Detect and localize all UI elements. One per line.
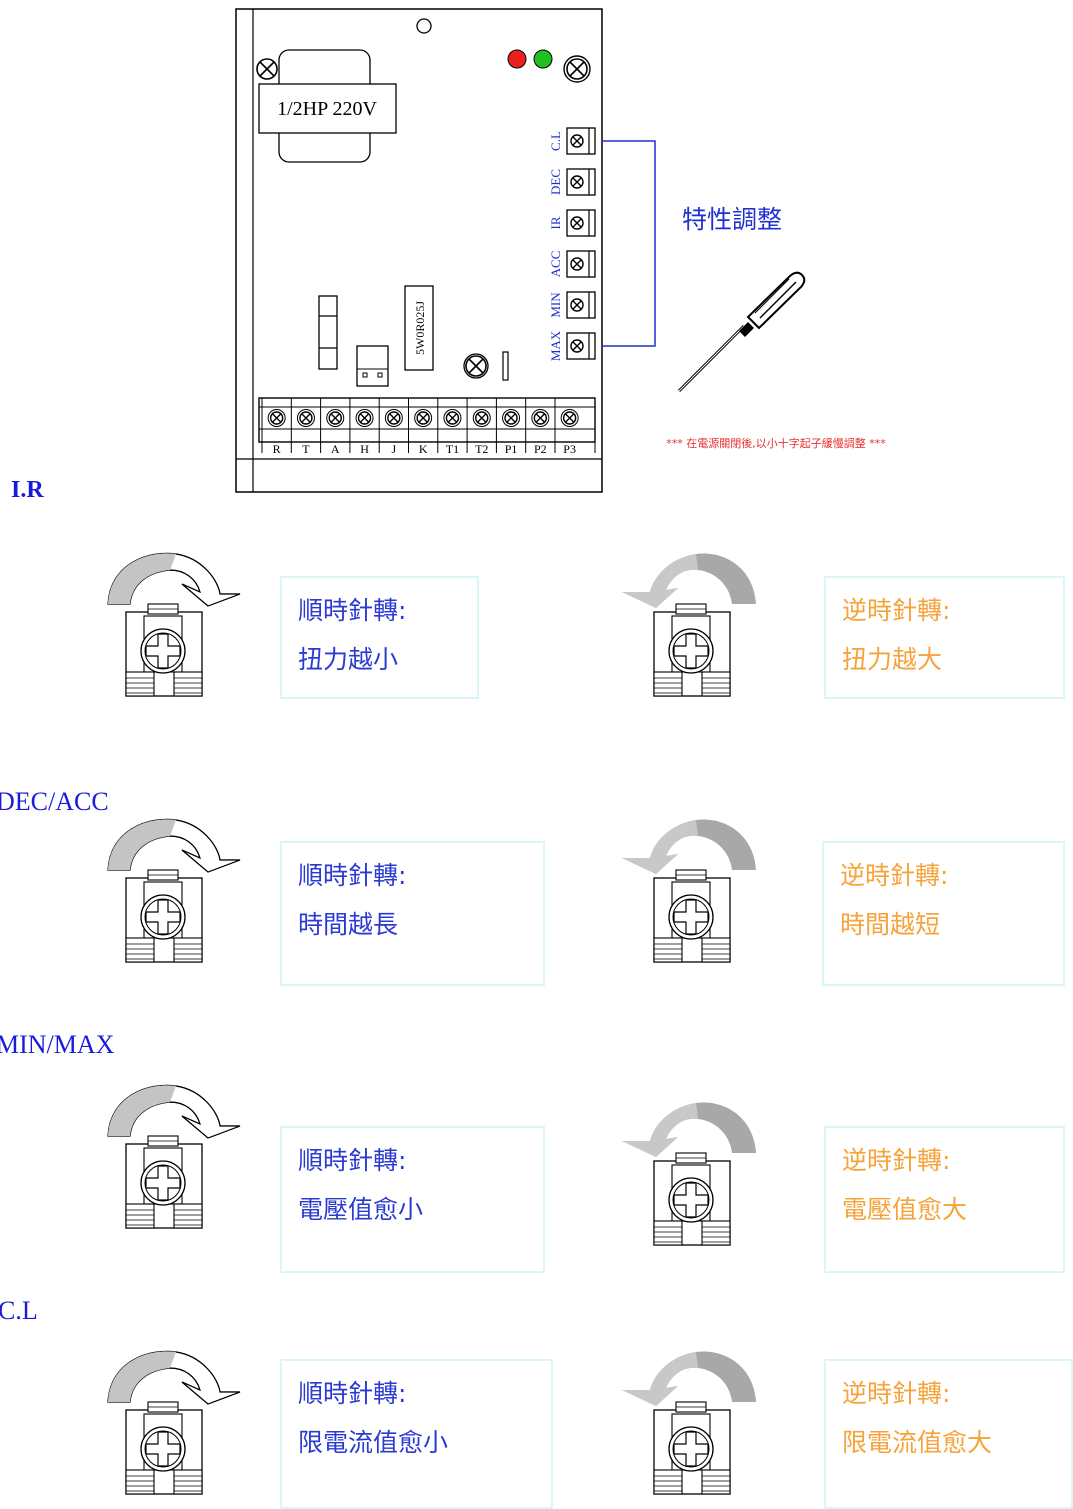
ccw-title: 逆時針轉:: [840, 861, 949, 890]
terminal-p1: P1: [495, 398, 521, 456]
trimmer-label: IR: [548, 216, 563, 229]
terminal-t2: T2: [466, 398, 491, 456]
section-title-dec-acc: DEC/ACC: [0, 787, 109, 816]
clockwise-box: 順時針轉: 電壓值愈小: [280, 1126, 545, 1273]
terminal-label: H: [360, 442, 369, 456]
terminal-block: R T A H J K T1 T2 P1 P2 P3: [258, 397, 596, 456]
ccw-title: 逆時針轉:: [842, 1146, 951, 1175]
section-title-min-max: MIN/MAX: [0, 1030, 115, 1059]
counterclockwise-knob-icon: [620, 1095, 760, 1259]
section-title-cl: C.L: [0, 1296, 38, 1325]
cw-title: 順時針轉:: [298, 861, 407, 890]
trimmer-cl: C.L: [548, 127, 596, 155]
cw-desc: 時間越長: [298, 910, 399, 939]
terminal-label: J: [392, 442, 397, 456]
mount-hole: [416, 18, 432, 34]
trimmer-label: MAX: [548, 330, 563, 361]
terminal-label: T2: [475, 442, 488, 456]
terminal-h: H: [349, 398, 374, 456]
adjust-title: 特性調整: [682, 205, 782, 234]
clockwise-box: 順時針轉: 限電流值愈小: [280, 1359, 553, 1509]
ccw-title: 逆時針轉:: [842, 596, 951, 625]
counterclockwise-box: 逆時針轉: 電壓值愈大: [824, 1126, 1065, 1273]
cw-desc: 電壓值愈小: [298, 1195, 424, 1224]
terminal-t: T: [290, 398, 315, 456]
clockwise-knob-icon: [104, 812, 244, 976]
terminal-p2: P2: [525, 398, 550, 456]
fuse-holder: [318, 295, 338, 370]
resistor-label: 5W0R025J: [413, 301, 427, 355]
jumper-connector: [356, 345, 389, 387]
trimmer-acc: ACC: [548, 250, 596, 278]
terminal-t1: T1: [437, 398, 462, 456]
ccw-title: 逆時針轉:: [842, 1379, 951, 1408]
counterclockwise-knob-icon: [620, 546, 760, 710]
terminal-k: K: [408, 398, 433, 456]
terminal-label: A: [331, 442, 340, 456]
cw-title: 順時針轉:: [298, 596, 407, 625]
resistor: [404, 285, 434, 371]
terminal-r: R: [261, 398, 286, 456]
terminal-label: P2: [534, 442, 547, 456]
terminal-label: T1: [446, 442, 459, 456]
clockwise-knob-icon: [104, 546, 244, 710]
motor-rating-box: [258, 83, 397, 134]
cw-desc: 扭力越小: [298, 645, 399, 674]
clockwise-knob-icon: [104, 1344, 244, 1508]
trimmer-label: ACC: [548, 251, 563, 278]
clockwise-knob-icon: [104, 1078, 244, 1242]
cw-desc: 限電流值愈小: [298, 1428, 449, 1457]
trimmer-dec: DEC: [548, 168, 596, 196]
cw-title: 順時針轉:: [298, 1146, 407, 1175]
trimmer-label: MIN: [548, 292, 563, 318]
terminal-p3: P3: [554, 398, 579, 456]
warning-text: *** 在電源關閉後,以小十字起子緩慢調整 ***: [666, 436, 886, 450]
trimmer-column: C.L DEC IR ACC MIN MAX: [548, 127, 596, 361]
terminal-label: P3: [563, 442, 576, 456]
counterclockwise-box: 逆時針轉: 時間越短: [822, 841, 1065, 986]
ccw-desc: 限電流值愈大: [842, 1428, 993, 1457]
clockwise-box: 順時針轉: 時間越長: [280, 841, 545, 986]
counterclockwise-knob-icon: [620, 812, 760, 976]
terminal-a: A: [320, 398, 345, 456]
trimmer-label: C.L: [548, 131, 563, 151]
terminal-label: R: [273, 442, 281, 456]
trimmer-max: MAX: [548, 330, 596, 361]
section-title-ir: I.R: [11, 477, 44, 503]
controller-board-diagram: 1/2HP 220V C.L DEC IR ACC MIN MAX 特性調整 5W0R02…: [235, 8, 886, 493]
terminal-j: J: [378, 398, 403, 456]
counterclockwise-box: 逆時針轉: 限電流值愈大: [824, 1359, 1073, 1509]
cw-title: 順時針轉:: [298, 1379, 407, 1408]
green-led-icon: [533, 49, 553, 69]
terminal-label: K: [419, 442, 428, 456]
ccw-desc: 扭力越大: [842, 645, 943, 674]
trimmer-label: DEC: [548, 169, 563, 195]
ccw-desc: 電壓值愈大: [842, 1195, 968, 1224]
screwdriver-icon: [677, 271, 806, 393]
terminal-label: P1: [505, 442, 518, 456]
trimmer-ir: IR: [548, 209, 596, 237]
motor-rating-label: 1/2HP 220V: [277, 98, 377, 120]
red-led-icon: [507, 49, 527, 69]
terminal-label: T: [302, 442, 310, 456]
counterclockwise-knob-icon: [620, 1344, 760, 1508]
trimmer-min: MIN: [548, 291, 596, 319]
ccw-desc: 時間越短: [840, 910, 941, 939]
clockwise-box: 順時針轉: 扭力越小: [280, 576, 479, 699]
counterclockwise-box: 逆時針轉: 扭力越大: [824, 576, 1065, 699]
